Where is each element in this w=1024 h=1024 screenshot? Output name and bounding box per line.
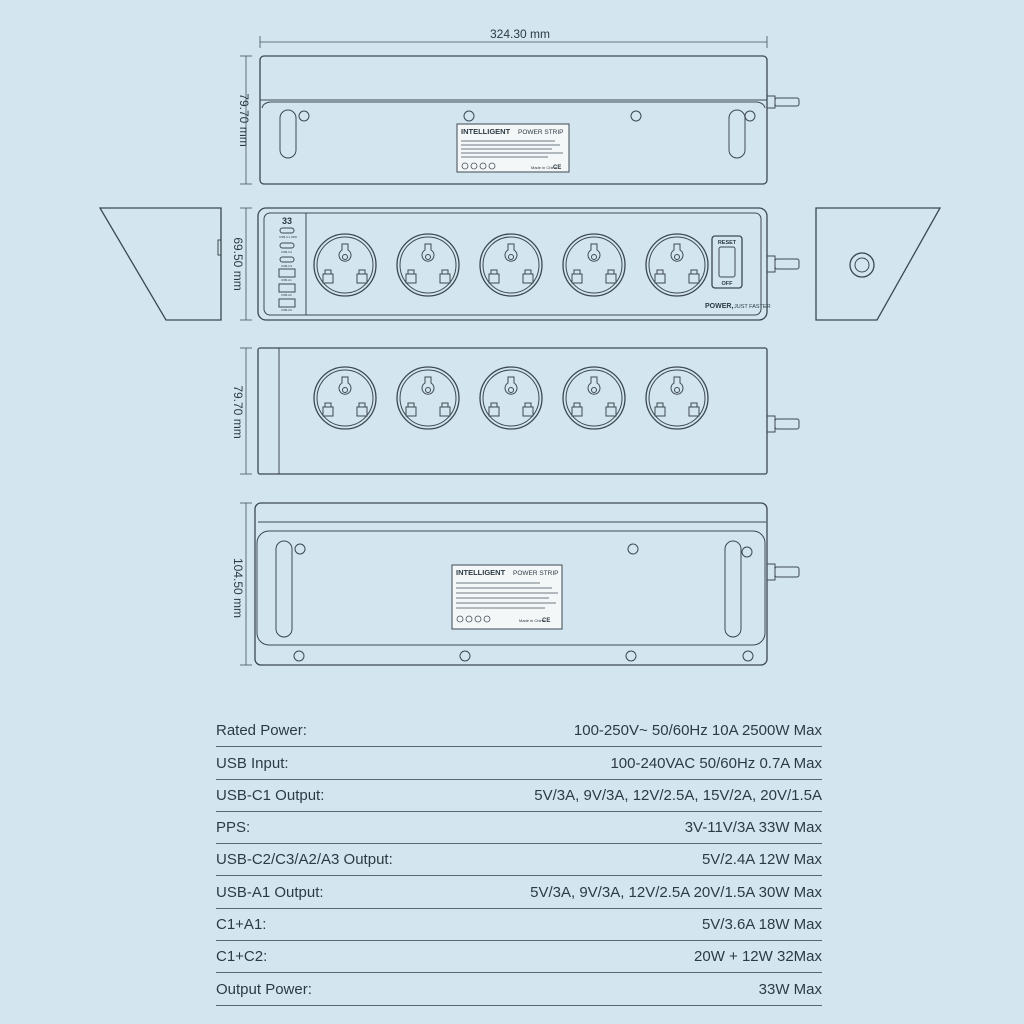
spec-value: 5V/3A, 9V/3A, 12V/2.5A 20V/1.5A 30W Max <box>530 883 822 901</box>
top-view: 79.70 mm INTELLIGENT POWER STRIP Made in… <box>237 55 800 185</box>
spec-row-usb-c1-output: USB-C1 Output: 5V/3A, 9V/3A, 12V/2.5A, 1… <box>216 780 822 812</box>
spec-label: Output Power: <box>216 980 312 998</box>
label-brand: INTELLIGENT <box>461 127 511 136</box>
svg-text:USB-A1: USB-A1 <box>281 278 292 282</box>
usb-ports: USB-C1 33W USB-C2 USB-C3 USB-A1 USB-A2 U… <box>278 227 297 312</box>
outlet-socket-2[interactable] <box>396 366 460 430</box>
spec-label: USB Input: <box>216 754 289 772</box>
spec-label: Rated Power: <box>216 722 307 740</box>
tagline-rest: JUST FASTER <box>734 304 771 310</box>
front-view: 69.50 mm 33 USB-C1 33W USB-C2 USB-C3 USB… <box>231 207 800 321</box>
svg-text:CE: CE <box>542 618 550 624</box>
svg-text:USB-C3: USB-C3 <box>281 264 292 268</box>
spec-row-c1-a1: C1+A1: 5V/3.6A 18W Max <box>216 909 822 942</box>
spec-value: 20W + 12W 32Max <box>694 948 822 966</box>
front-height-label: 69.50 mm <box>231 237 245 290</box>
mount-slot-right-bottom <box>724 540 742 638</box>
right-end-view <box>815 207 942 321</box>
mount-slot-right <box>728 109 746 159</box>
sockets-side <box>313 366 709 430</box>
usb-c2-port[interactable] <box>279 242 295 249</box>
width-dimension-label: 324.30 mm <box>490 27 550 41</box>
left-end-view <box>98 207 222 321</box>
outlet-socket-5[interactable] <box>645 233 709 297</box>
svg-text:USB-C2: USB-C2 <box>281 250 292 254</box>
label-made-in: Made in China <box>531 165 558 170</box>
spec-value: 5V/3.6A 18W Max <box>701 916 822 934</box>
label-brand-bottom: INTELLIGENT <box>456 568 506 577</box>
spec-value: 5V/3A, 9V/3A, 12V/2.5A, 15V/2A, 20V/1.5A <box>534 786 822 804</box>
usb-a1-port[interactable] <box>278 268 296 278</box>
svg-text:CE: CE <box>553 165 561 171</box>
width-dimension: 324.30 mm <box>259 27 768 48</box>
mount-slot-left <box>279 109 297 159</box>
bottom-view: 104.50 mm INTELLIGENT POWER STRIP <box>231 502 800 666</box>
power-cord <box>774 97 800 107</box>
svg-text:USB-C1 33W: USB-C1 33W <box>279 235 297 239</box>
usb-c3-port[interactable] <box>279 256 295 263</box>
outlet-socket-3[interactable] <box>479 233 543 297</box>
spec-row-c1-c2: C1+C2: 20W + 12W 32Max <box>216 941 822 974</box>
power-switch[interactable]: RESET OFF <box>711 235 743 289</box>
label-product-bottom: POWER STRIP <box>513 570 559 577</box>
sockets-front <box>313 233 709 297</box>
outlet-socket-1[interactable] <box>313 233 377 297</box>
tagline-bold: POWER, <box>705 303 733 310</box>
spec-row-usb-a1-output: USB-A1 Output: 5V/3A, 9V/3A, 12V/2.5A 20… <box>216 876 822 909</box>
fast-charge-badge: 33 <box>282 216 292 226</box>
spec-label: USB-C1 Output: <box>216 786 325 804</box>
outlet-socket-3[interactable] <box>479 366 543 430</box>
spec-value: 100-250V~ 50/60Hz 10A 2500W Max <box>573 722 822 740</box>
spec-label: PPS: <box>216 819 251 837</box>
switch-off-label: OFF <box>722 281 734 287</box>
outlet-socket-4[interactable] <box>562 233 626 297</box>
spec-label-bottom: INTELLIGENT POWER STRIP Made in China CE <box>451 564 563 630</box>
spec-label: USB-A1 Output: <box>216 883 324 901</box>
side-view: 79.70 mm <box>231 347 800 475</box>
mount-slot-left-bottom <box>275 540 293 638</box>
spec-table: Rated Power: 100-250V~ 50/60Hz 10A 2500W… <box>216 715 822 1006</box>
svg-text:USB-A2: USB-A2 <box>281 293 292 297</box>
bottom-height-label: 104.50 mm <box>231 558 245 618</box>
spec-row-output-power: Output Power: 33W Max <box>216 973 822 1006</box>
label-product: POWER STRIP <box>518 129 564 136</box>
top-height-label: 79.70 mm <box>237 93 251 146</box>
usb-a3-port[interactable] <box>278 298 296 308</box>
spec-value: 100-240VAC 50/60Hz 0.7A Max <box>610 754 822 772</box>
outlet-socket-4[interactable] <box>562 366 626 430</box>
spec-row-pps: PPS: 3V-11V/3A 33W Max <box>216 812 822 845</box>
outlet-socket-5[interactable] <box>645 366 709 430</box>
technical-drawing: 324.30 mm 79.70 mm INTELLIGENT POWER STR… <box>98 27 942 666</box>
spec-value: 33W Max <box>758 980 822 998</box>
outlet-socket-1[interactable] <box>313 366 377 430</box>
label-made-in-bottom: Made in China <box>519 618 546 623</box>
side-height-label: 79.70 mm <box>231 385 245 438</box>
cord-grommet <box>849 252 875 278</box>
spec-value: 5V/2.4A 12W Max <box>701 851 822 869</box>
spec-label: C1+A1: <box>216 916 267 934</box>
spec-row-usb-c2-c3-a2-a3-output: USB-C2/C3/A2/A3 Output: 5V/2.4A 12W Max <box>216 844 822 877</box>
spec-label-top: INTELLIGENT POWER STRIP Made in China CE <box>456 123 570 173</box>
usb-a2-port[interactable] <box>278 283 296 293</box>
spec-label: C1+C2: <box>216 948 268 966</box>
svg-text:USB-A3: USB-A3 <box>281 308 292 312</box>
spec-row-usb-input: USB Input: 100-240VAC 50/60Hz 0.7A Max <box>216 747 822 780</box>
usb-c1-port[interactable] <box>279 227 295 234</box>
outlet-socket-2[interactable] <box>396 233 460 297</box>
spec-row-rated-power: Rated Power: 100-250V~ 50/60Hz 10A 2500W… <box>216 715 822 748</box>
switch-reset-label: RESET <box>718 240 737 246</box>
spec-value: 3V-11V/3A 33W Max <box>684 819 822 837</box>
spec-label: USB-C2/C3/A2/A3 Output: <box>216 851 393 869</box>
